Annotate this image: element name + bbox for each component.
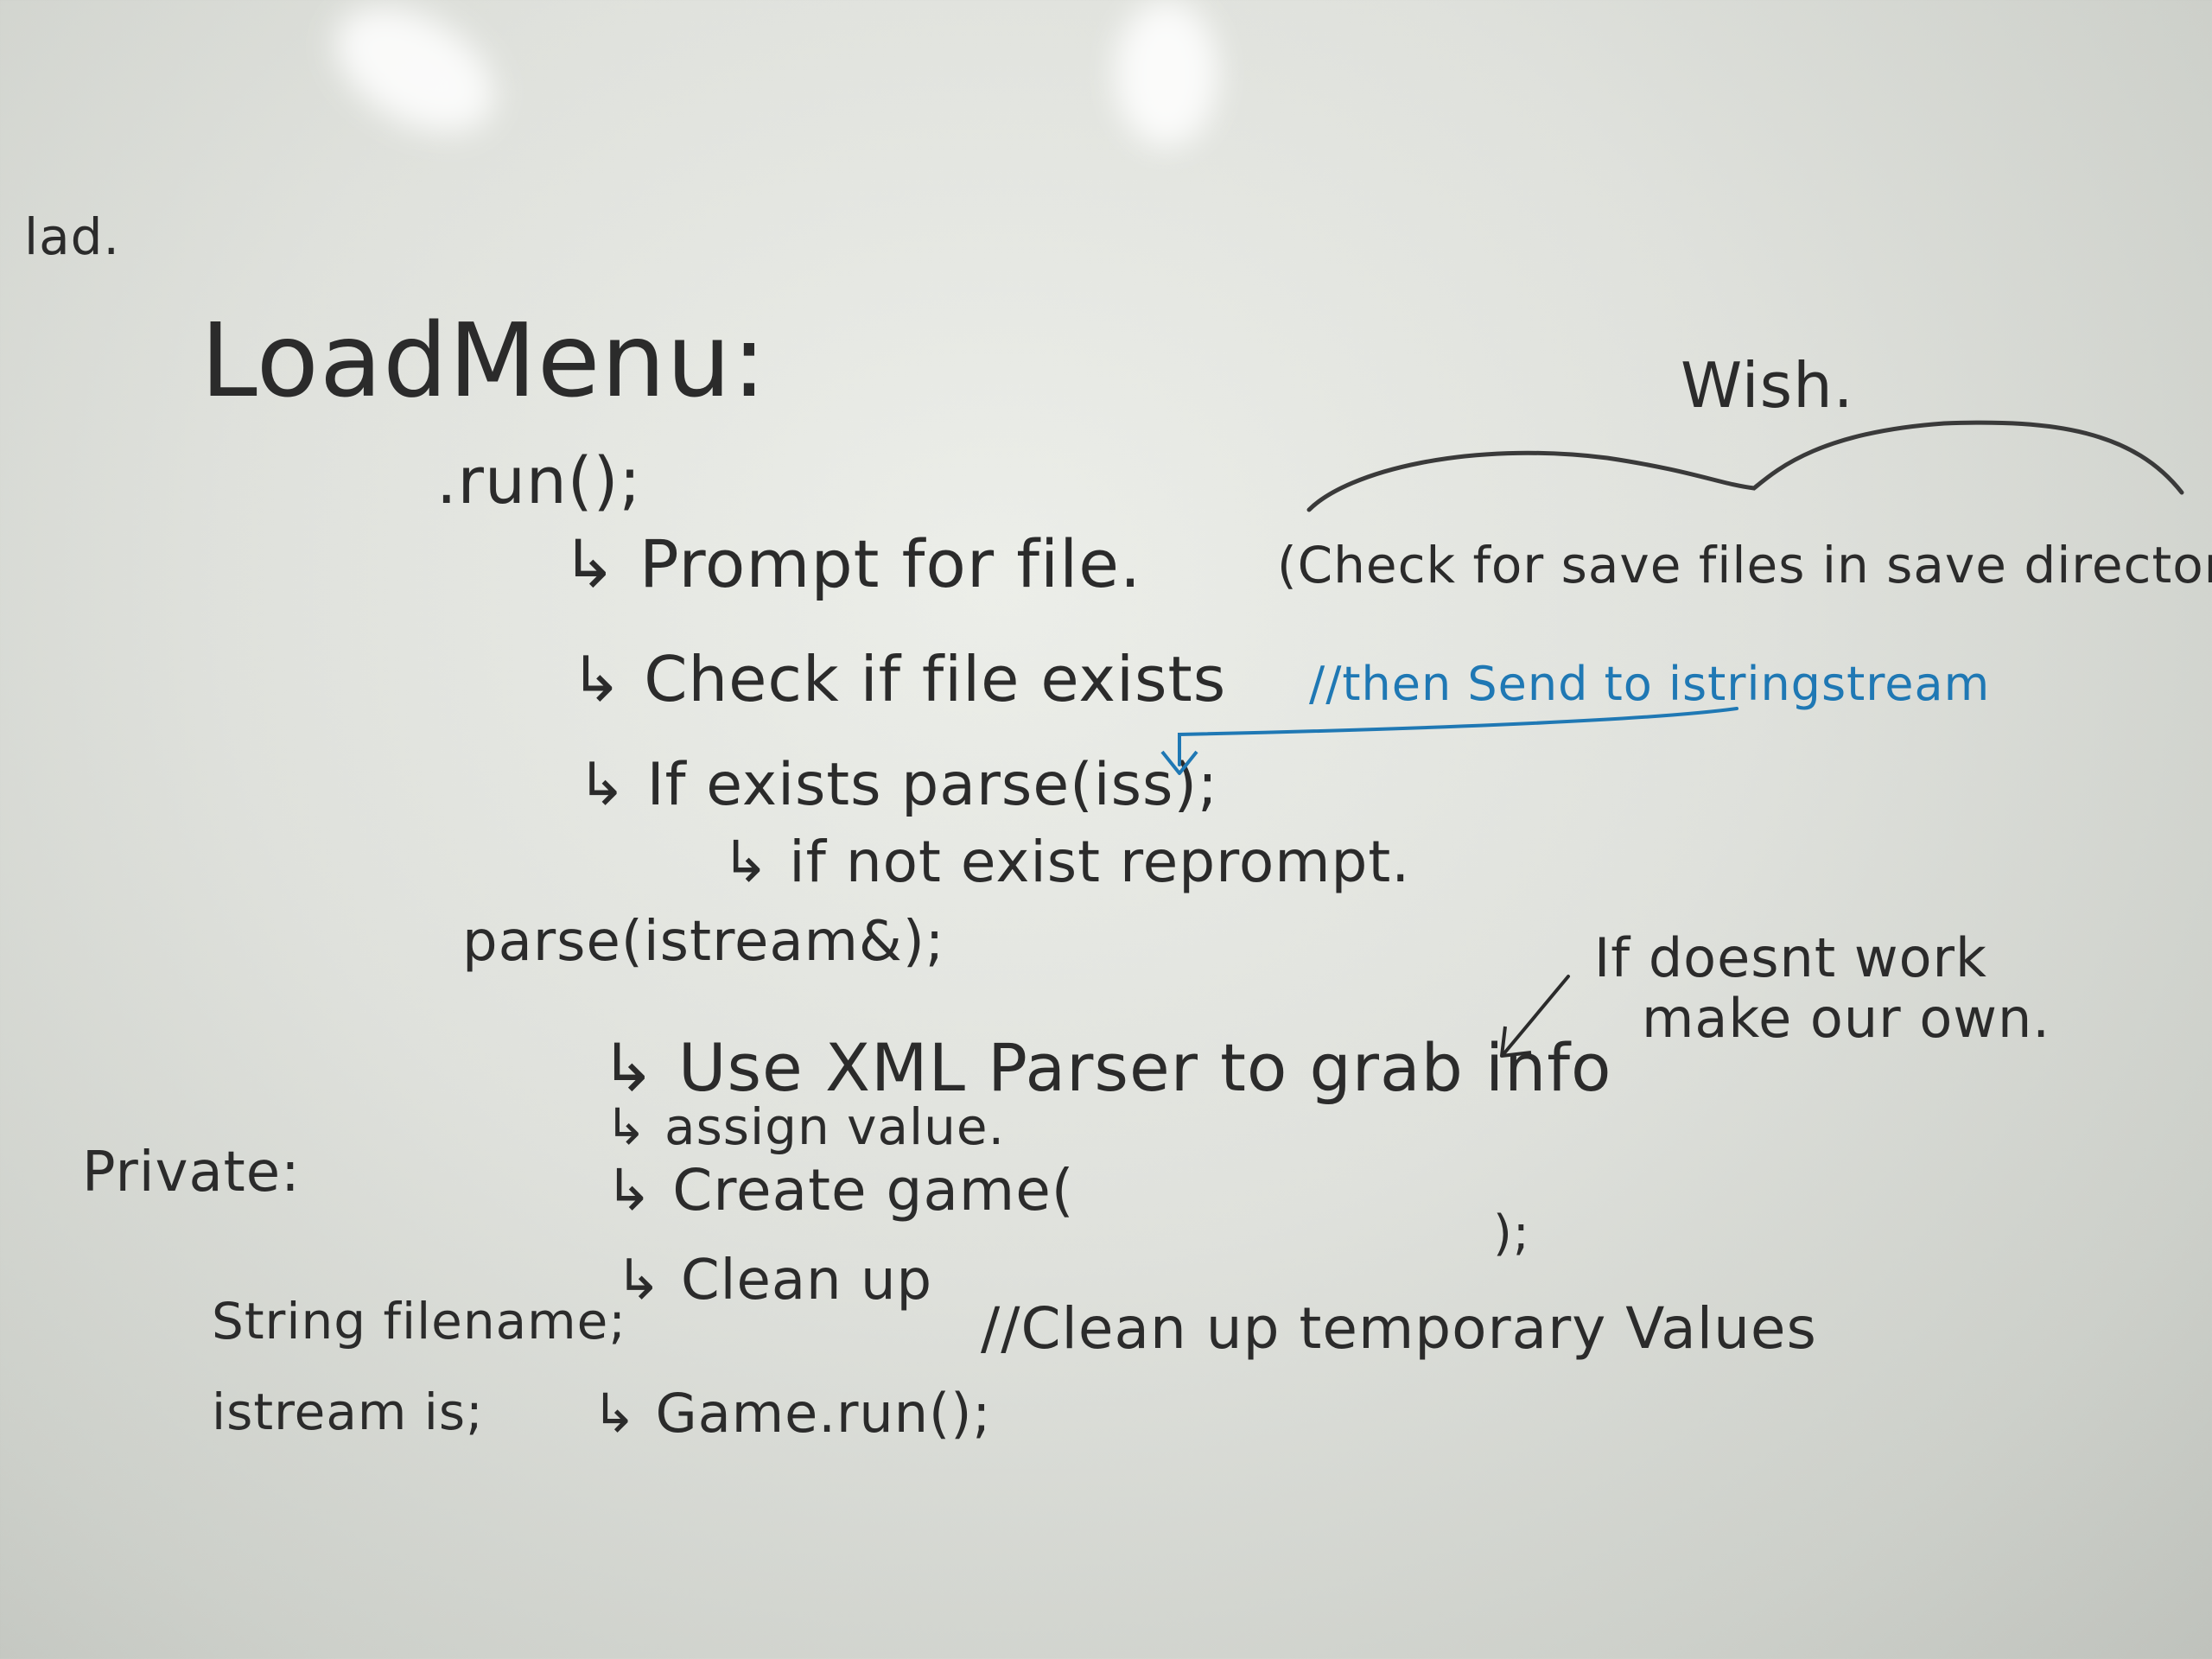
step-check: ↳ Check if file exists bbox=[570, 643, 1227, 715]
run-call: .run(); bbox=[436, 444, 642, 518]
page-title: LoadMenu: bbox=[200, 301, 767, 420]
parse-signature: parse(istream&); bbox=[462, 910, 945, 974]
ceiling-light-glare bbox=[1115, 0, 1218, 147]
step-assign: ↳ assign value. bbox=[605, 1097, 1005, 1156]
wish-label: Wish. bbox=[1681, 349, 1854, 422]
send-arrow bbox=[1178, 707, 1738, 766]
xml-note-line2: make our own. bbox=[1642, 987, 2051, 1050]
closing-paren: ); bbox=[1493, 1205, 1530, 1262]
xml-note-line1: If doesnt work bbox=[1594, 926, 1987, 989]
step-game-run: ↳ Game.run(); bbox=[592, 1382, 992, 1445]
step-create: ↳ Create game( bbox=[605, 1157, 1075, 1224]
step-reprompt: ↳ if not exist reprompt. bbox=[721, 829, 1411, 895]
step-check-note: //then Send to istringstream bbox=[1309, 657, 1991, 711]
private-field-stream: istream is; bbox=[212, 1382, 484, 1441]
step-prompt: ↳ Prompt for file. bbox=[562, 525, 1142, 602]
xml-note-arrow-head bbox=[1500, 1026, 1532, 1058]
wish-brace bbox=[1306, 420, 2184, 512]
step-cleanup: ↳ Clean up bbox=[615, 1249, 933, 1313]
xml-note-arrow bbox=[1502, 975, 1570, 1056]
send-arrow-head bbox=[1160, 750, 1198, 775]
step-prompt-note: (Check for save files in save directory) bbox=[1277, 536, 2212, 594]
private-field-filename: String filename; bbox=[212, 1292, 626, 1351]
step-xml: ↳ Use XML Parser to grab info bbox=[601, 1029, 1612, 1106]
corner-fragment: lad. bbox=[24, 207, 120, 266]
step-parse: ↳ If exists parse(iss); bbox=[577, 751, 1218, 819]
cleanup-note: //Clean up temporary Values bbox=[981, 1295, 1817, 1362]
private-label: Private: bbox=[82, 1141, 301, 1205]
